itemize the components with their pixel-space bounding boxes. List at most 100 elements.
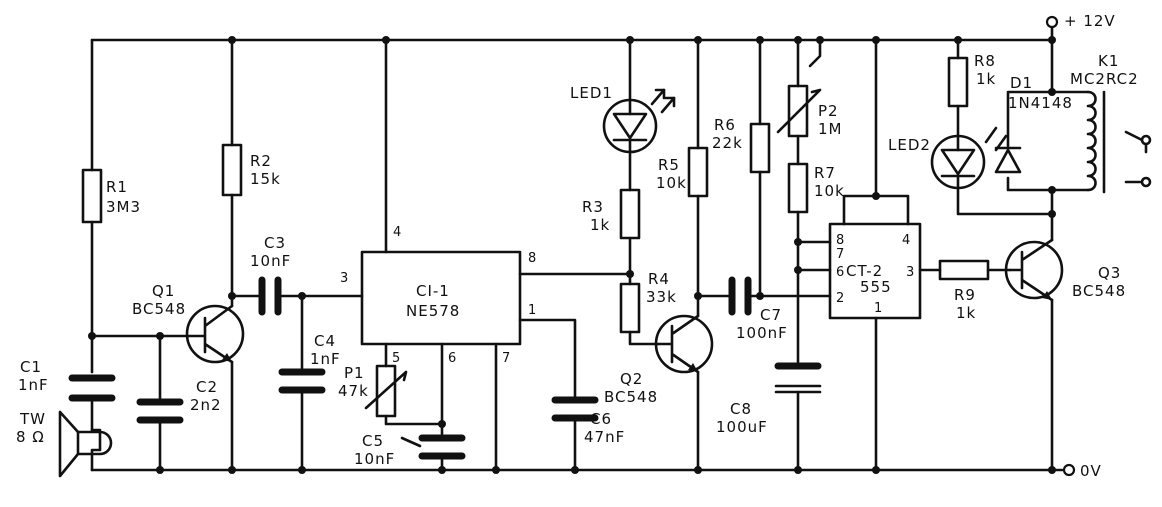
capacitor-c4 bbox=[278, 294, 326, 472]
ic2-pin-8: 8 bbox=[836, 233, 844, 248]
ic2-pin-7: 7 bbox=[836, 247, 844, 262]
ic1-pin-3: 3 bbox=[340, 271, 348, 286]
r9-ref: R9 bbox=[954, 286, 976, 304]
ic1-part: NE578 bbox=[406, 302, 460, 320]
q1-part: BC548 bbox=[132, 300, 186, 318]
capacitor-c7 bbox=[696, 276, 832, 316]
c4-value: 1nF bbox=[310, 350, 341, 368]
c4-ref: C4 bbox=[314, 332, 336, 350]
c6-value: 47nF bbox=[584, 428, 625, 446]
ic1-pin-8: 8 bbox=[528, 251, 536, 266]
ground-rail bbox=[90, 463, 1076, 477]
r1-value: 3M3 bbox=[106, 198, 141, 216]
ic2-pin-6: 6 bbox=[836, 265, 844, 280]
ic1-pin-5: 5 bbox=[392, 351, 400, 366]
resistor-r7 bbox=[787, 162, 832, 364]
relay-part: MC2RC2 bbox=[1070, 70, 1139, 88]
p1-ref: P1 bbox=[344, 364, 365, 382]
r4-value: 33k bbox=[646, 288, 677, 306]
r6-value: 22k bbox=[712, 134, 743, 152]
resistor-r4 bbox=[619, 282, 660, 346]
capacitor-c3 bbox=[230, 276, 364, 316]
ic2-part: 555 bbox=[860, 278, 892, 296]
p1-value: 47k bbox=[338, 382, 369, 400]
c3-ref: C3 bbox=[264, 234, 286, 252]
c2-value: 2n2 bbox=[190, 396, 222, 414]
capacitor-c5 bbox=[400, 422, 466, 472]
resistor-r2 bbox=[221, 38, 243, 298]
r4-ref: R4 bbox=[648, 270, 670, 288]
ic2-555 bbox=[828, 38, 942, 472]
transducer-tw bbox=[58, 410, 113, 478]
r2-ref: R2 bbox=[250, 152, 272, 170]
q2-ref: Q2 bbox=[620, 370, 643, 388]
c8-value: 100uF bbox=[716, 418, 768, 436]
resistor-r3 bbox=[619, 150, 641, 286]
potentiometer-p2 bbox=[776, 38, 822, 166]
diode-part: 1N4148 bbox=[1008, 94, 1073, 112]
capacitor-c2 bbox=[136, 334, 184, 472]
led1-ref: LED1 bbox=[570, 84, 613, 102]
led2-ref: LED2 bbox=[888, 136, 931, 154]
c8-ref: C8 bbox=[730, 400, 752, 418]
c2-ref: C2 bbox=[196, 378, 218, 396]
ic2-pin-1: 1 bbox=[874, 301, 882, 316]
c6-ref: C6 bbox=[590, 410, 612, 428]
c1-ref: C1 bbox=[20, 358, 42, 376]
q3-part: BC548 bbox=[1072, 282, 1126, 300]
r5-value: 10k bbox=[656, 174, 687, 192]
c7-value: 100nF bbox=[736, 324, 788, 342]
p2-ref: P2 bbox=[818, 102, 839, 120]
q2-part: BC548 bbox=[604, 388, 658, 406]
diode-ref: D1 bbox=[1010, 74, 1033, 92]
supply-ground-label: 0V bbox=[1080, 462, 1102, 480]
potentiometer-p1 bbox=[364, 364, 444, 426]
positive-rail bbox=[90, 15, 1059, 42]
c7-ref: C7 bbox=[760, 306, 782, 324]
ic1-ne578 bbox=[360, 38, 632, 472]
ic1-pin-1: 1 bbox=[528, 303, 536, 318]
ic1-pin-4: 4 bbox=[393, 225, 401, 240]
c5-value: 10nF bbox=[354, 450, 395, 468]
ic2-pin-3: 3 bbox=[906, 265, 914, 280]
relay-ref: K1 bbox=[1098, 52, 1119, 70]
r9-value: 1k bbox=[956, 304, 976, 322]
q1-ref: Q1 bbox=[152, 282, 175, 300]
led2 bbox=[930, 126, 1054, 216]
supply-plus-label: + 12V bbox=[1064, 12, 1116, 30]
r7-value: 10k bbox=[814, 182, 845, 200]
resistor-r9 bbox=[938, 259, 1012, 281]
r6-ref: R6 bbox=[714, 116, 736, 134]
r2-value: 15k bbox=[250, 170, 281, 188]
r1-ref: R1 bbox=[106, 178, 128, 196]
transistor-q3 bbox=[1004, 212, 1064, 472]
r7-ref: R7 bbox=[814, 164, 836, 182]
c5-ref: C5 bbox=[362, 432, 384, 450]
relay-k1 bbox=[1050, 38, 1152, 216]
resistor-r8 bbox=[947, 38, 969, 138]
r3-value: 1k bbox=[590, 216, 610, 234]
tw-ref: TW bbox=[19, 410, 46, 428]
ic2-pin-2: 2 bbox=[836, 291, 844, 306]
transistor-q2 bbox=[654, 294, 714, 472]
tw-value: 8 Ω bbox=[16, 428, 45, 446]
ic2-pin-4: 4 bbox=[902, 233, 910, 248]
c3-value: 10nF bbox=[250, 252, 291, 270]
resistor-r1 bbox=[81, 38, 103, 374]
r8-ref: R8 bbox=[974, 52, 996, 70]
transistor-q1 bbox=[185, 294, 245, 472]
ic2-ref: CT-2 bbox=[846, 262, 883, 280]
r8-value: 1k bbox=[976, 70, 996, 88]
diode-d1 bbox=[994, 90, 1054, 192]
r3-ref: R3 bbox=[582, 198, 604, 216]
ic1-pin-7: 7 bbox=[502, 351, 510, 366]
resistor-r6 bbox=[749, 38, 771, 298]
r5-ref: R5 bbox=[658, 156, 680, 174]
p2-value: 1M bbox=[818, 120, 843, 138]
capacitor-c1 bbox=[68, 374, 116, 432]
ic1-pin-6: 6 bbox=[448, 351, 456, 366]
capacitor-c8 bbox=[774, 362, 822, 472]
capacitor-c6 bbox=[551, 396, 599, 472]
ic1-ref: CI-1 bbox=[416, 282, 450, 300]
